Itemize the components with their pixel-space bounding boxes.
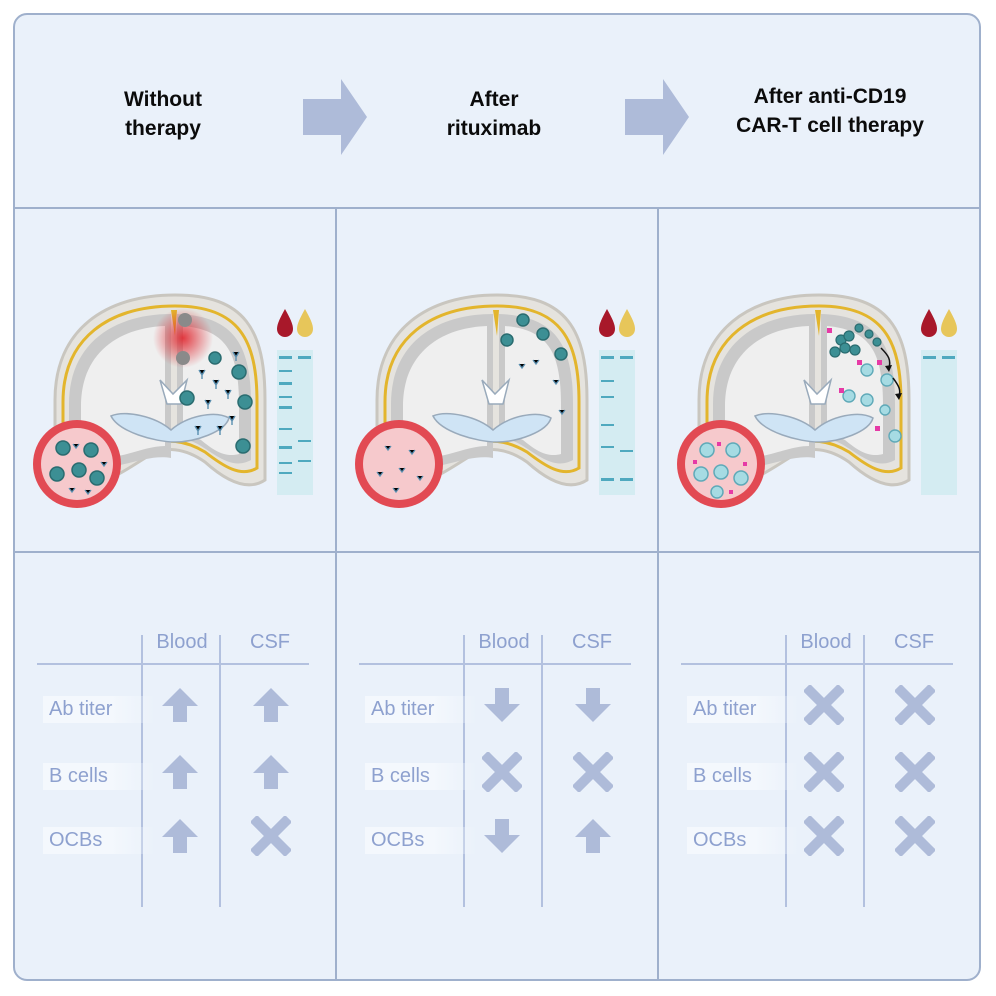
row-label: B cells	[43, 763, 155, 790]
table-column-rule	[863, 635, 865, 907]
column-header-blood: Blood	[800, 631, 852, 653]
down-arrow-icon	[482, 685, 522, 725]
up-arrow-icon	[160, 752, 200, 792]
down-arrow-icon	[482, 816, 522, 856]
header-line: After	[469, 88, 519, 111]
right-arrow-icon	[303, 79, 367, 155]
up-arrow-icon	[251, 752, 291, 792]
right-arrow-icon	[625, 79, 689, 155]
brain-illustration-after-car-t	[677, 293, 957, 508]
column-header-csf: CSF	[572, 631, 612, 653]
row-label: Ab titer	[687, 696, 799, 723]
header-line: rituximab	[446, 117, 542, 140]
header-line: therapy	[125, 117, 201, 140]
header-stage-after-rituximab: After rituximab	[419, 85, 569, 143]
brain-illustration-without-therapy	[33, 293, 313, 508]
divider-header	[15, 207, 979, 209]
header-line: CAR-T cell therapy	[736, 114, 924, 137]
row-label: Ab titer	[365, 696, 477, 723]
divider-col-1	[335, 208, 337, 979]
figure-frame: Without therapy After rituximab After an…	[13, 13, 981, 981]
header-stage-without-therapy: Without therapy	[88, 85, 238, 143]
up-arrow-icon	[160, 685, 200, 725]
divider-middle	[15, 551, 979, 553]
row-label: B cells	[365, 763, 477, 790]
cross-icon	[802, 750, 846, 794]
down-arrow-icon	[573, 685, 613, 725]
header-line: Without	[124, 88, 202, 111]
row-label: OCBs	[687, 827, 799, 854]
row-label: Ab titer	[43, 696, 155, 723]
cross-icon	[893, 750, 937, 794]
column-header-csf: CSF	[894, 631, 934, 653]
panel-after-rituximab	[337, 210, 657, 550]
cross-icon	[571, 750, 615, 794]
table-column-rule	[219, 635, 221, 907]
table-header-rule	[37, 663, 309, 665]
table-header-rule	[359, 663, 631, 665]
header-stage-after-car-t: After anti-CD19 CAR-T cell therapy	[715, 82, 945, 140]
up-arrow-icon	[160, 816, 200, 856]
table-header-rule	[681, 663, 953, 665]
row-label: B cells	[687, 763, 799, 790]
brain-illustration-after-rituximab	[355, 293, 635, 508]
up-arrow-icon	[573, 816, 613, 856]
table-column-rule	[541, 635, 543, 907]
cross-icon	[249, 814, 293, 858]
column-header-csf: CSF	[250, 631, 290, 653]
cross-icon	[802, 814, 846, 858]
divider-col-2	[657, 208, 659, 979]
cross-icon	[480, 750, 524, 794]
column-header-blood: Blood	[478, 631, 530, 653]
cross-icon	[893, 814, 937, 858]
cross-icon	[893, 683, 937, 727]
row-label: OCBs	[365, 827, 477, 854]
panel-after-car-t	[659, 210, 979, 550]
header-line: After anti-CD19	[753, 85, 907, 108]
row-label: OCBs	[43, 827, 155, 854]
up-arrow-icon	[251, 685, 291, 725]
panel-without-therapy	[15, 210, 335, 550]
column-header-blood: Blood	[156, 631, 208, 653]
cross-icon	[802, 683, 846, 727]
